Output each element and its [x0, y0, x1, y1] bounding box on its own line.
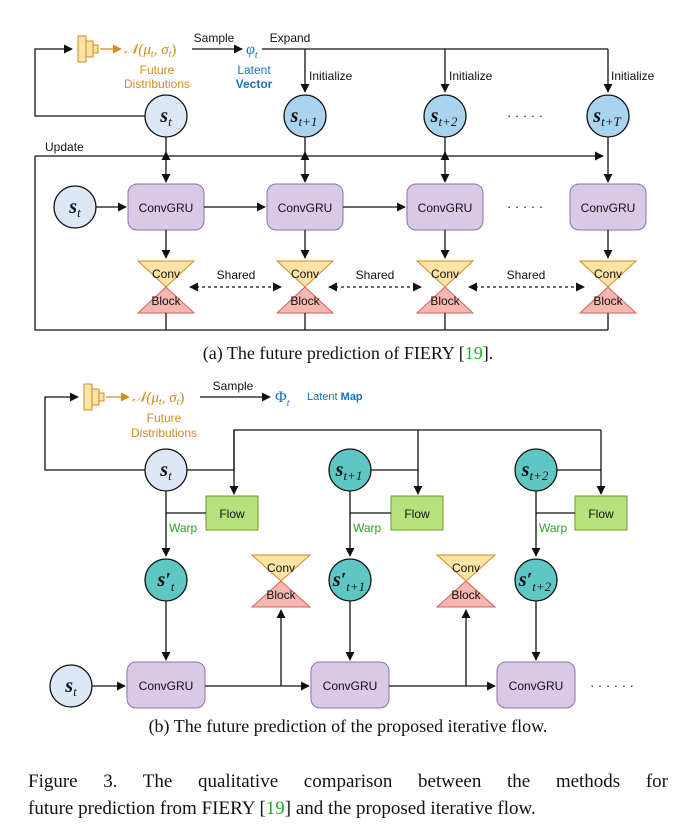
- svg-text:Conv: Conv: [431, 267, 459, 281]
- sample-label-a: Sample: [194, 31, 235, 45]
- svg-text:Conv: Conv: [152, 267, 180, 281]
- feedback-line-b: [44, 392, 146, 471]
- ellipsis-mid-a: · · · · ·: [507, 199, 543, 214]
- latent-map-label: Latent Map: [307, 391, 363, 403]
- sample-label-b: Sample: [213, 379, 254, 393]
- flow-box-3: [574, 495, 628, 531]
- svg-text:Conv: Conv: [291, 267, 319, 281]
- conv-block-a-4: Conv Block: [578, 260, 638, 314]
- latent-label-a: Latent: [237, 63, 271, 77]
- bottom-loop-line: [34, 156, 608, 331]
- distribution-label-b: 𝒩(μt, σt): [132, 390, 184, 408]
- panel-a: 𝒩(μt, σt) Future Distributions Sample φt…: [34, 31, 655, 331]
- state-label-st2-b: st+2: [521, 459, 549, 483]
- state-label-st2prime: s′t+2: [518, 569, 552, 594]
- Phi-label: Φt: [275, 389, 290, 409]
- warp-label-3: Warp: [539, 521, 568, 535]
- convgru-b-2-label: ConvGRU: [323, 679, 378, 693]
- conv-block-a-2: Conv Block: [275, 260, 335, 314]
- convgru-a-4-label: ConvGRU: [581, 201, 636, 215]
- state-label-st-top: st: [159, 105, 172, 129]
- caption-a: (a) The future prediction of FIERY [19].: [202, 343, 494, 363]
- distribution-label-a: 𝒩(μt, σt): [124, 42, 176, 60]
- expand-label: Expand: [270, 31, 311, 45]
- state-label-st-left-a: st: [68, 196, 81, 220]
- svg-text:Conv: Conv: [452, 561, 480, 575]
- conv-block-a-1: Conv Block: [136, 260, 196, 314]
- caption-b: (b) The future prediction of the propose…: [148, 716, 548, 736]
- svg-text:Block: Block: [290, 294, 320, 308]
- initialize-label-1: Initialize: [309, 69, 353, 83]
- warp-label-2: Warp: [353, 521, 382, 535]
- svg-text:Block: Block: [151, 294, 181, 308]
- state-label-stT: st+T: [592, 105, 621, 129]
- state-label-st1: st+1: [290, 105, 318, 129]
- state-label-st-left-b: st: [64, 675, 77, 699]
- figure-caption-line1: Figure 3. The qualitative comparison bet…: [28, 771, 668, 792]
- update-label: Update: [45, 140, 84, 154]
- figure-caption-line2: future prediction from FIERY [19] and th…: [28, 798, 536, 819]
- vector-label: Vector: [236, 77, 273, 91]
- initialize-label-3: Initialize: [611, 69, 655, 83]
- flow-label-2: Flow: [404, 507, 430, 521]
- shared-label-3: Shared: [507, 268, 546, 282]
- convgru-b-1: [126, 661, 206, 709]
- convgru-a-2-label: ConvGRU: [278, 201, 333, 215]
- distribution-icon-a: [77, 35, 99, 63]
- convgru-b-1-label: ConvGRU: [139, 679, 194, 693]
- future-label-b: Future: [147, 411, 182, 425]
- ellipsis-b: · · · · · ·: [590, 678, 634, 693]
- initialize-label-2: Initialize: [449, 69, 493, 83]
- svg-text:Block: Block: [266, 588, 296, 602]
- distributions-label-b: Distributions: [131, 426, 197, 440]
- flow-label-3: Flow: [588, 507, 614, 521]
- shared-label-1: Shared: [217, 268, 256, 282]
- svg-text:Block: Block: [593, 294, 623, 308]
- state-label-st1-b: st+1: [335, 459, 363, 483]
- conv-block-b-2: Conv Block: [435, 554, 497, 608]
- svg-text:Conv: Conv: [267, 561, 295, 575]
- svg-text:Conv: Conv: [594, 267, 622, 281]
- shared-label-2: Shared: [356, 268, 395, 282]
- ellipsis-top-a: · · · · ·: [507, 108, 543, 123]
- distribution-icon-b: [83, 383, 105, 411]
- state-label-st2: st+2: [430, 105, 458, 129]
- convgru-b-2: [310, 661, 390, 709]
- convgru-b-3: [496, 661, 576, 709]
- svg-text:Block: Block: [451, 588, 481, 602]
- state-label-st-b: st: [159, 459, 172, 483]
- convgru-b-3-label: ConvGRU: [509, 679, 564, 693]
- warp-label-1: Warp: [169, 521, 198, 535]
- flow-label-1: Flow: [219, 507, 245, 521]
- svg-text:Block: Block: [430, 294, 460, 308]
- conv-block-a-3: Conv Block: [415, 260, 475, 314]
- convgru-a-1-label: ConvGRU: [139, 201, 194, 215]
- distributions-label-a: Distributions: [124, 77, 190, 91]
- conv-block-b-1: Conv Block: [250, 554, 312, 608]
- panel-b: 𝒩(μt, σt) Future Distributions Sample Φt…: [44, 379, 634, 709]
- phi-label: φt: [246, 41, 258, 61]
- state-label-stprime: s′t: [156, 569, 174, 594]
- future-label-a: Future: [140, 63, 175, 77]
- feedback-line-a: [34, 44, 145, 117]
- flow-box-2: [390, 495, 444, 531]
- state-label-st1prime: s′t+1: [332, 569, 365, 594]
- convgru-a-3-label: ConvGRU: [418, 201, 473, 215]
